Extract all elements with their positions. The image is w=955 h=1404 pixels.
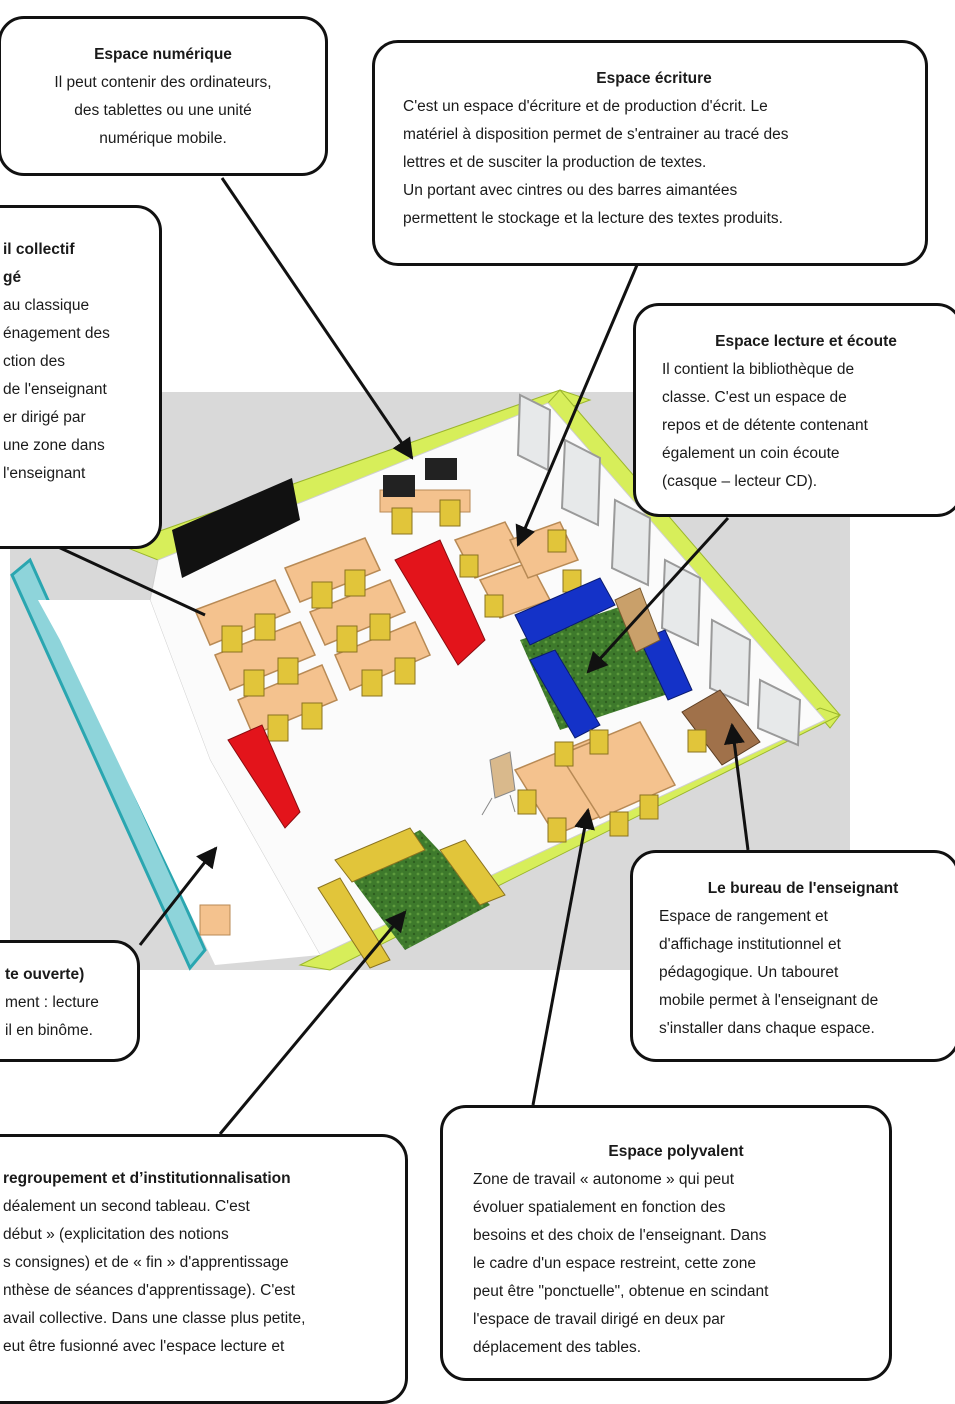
blue-sofas	[514, 577, 693, 739]
callout-line: d'affichage institutionnel et	[659, 936, 841, 953]
callout-line: l'espace de travail dirigé en deux par	[473, 1311, 725, 1328]
callout-line: Un portant avec cintres ou des barres ai…	[403, 182, 738, 199]
callout-line: des tablettes ou une unité	[74, 102, 252, 119]
callout-title: Espace numérique	[94, 46, 232, 63]
polyvalent-chairs	[517, 729, 659, 843]
callout-title: regroupement et d’institutionnalisation	[3, 1170, 291, 1187]
callout-line: mobile permet à l'enseignant de	[659, 992, 879, 1009]
student-tables	[194, 537, 431, 736]
callout-line: début » (explicitation des notions	[3, 1226, 229, 1243]
callout-line: repos et de détente contenant	[662, 417, 868, 434]
red-cabinet-center	[394, 539, 486, 666]
callout-line: déplacement des tables.	[473, 1339, 642, 1356]
callout-espace-ecriture: Espace écriture C'est un espace d'écritu…	[372, 40, 928, 266]
glass-door-panel	[10, 557, 207, 971]
callout-line: pédagogique. Un tabouret	[659, 964, 839, 981]
callout-line: numérique mobile.	[99, 130, 227, 147]
callout-line: au classique	[3, 297, 90, 314]
callout-line: une zone dans	[3, 437, 105, 454]
callout-line: déalement un second tableau. C'est	[3, 1198, 250, 1215]
callout-line: l'enseignant	[3, 465, 86, 482]
callout-line: il en binôme.	[5, 1022, 93, 1039]
writing-chairs	[459, 529, 582, 618]
callout-espace-numerique: Espace numérique Il peut contenir des or…	[0, 16, 328, 176]
teacher-chair	[687, 729, 707, 753]
callout-espace-lecture: Espace lecture et écoute Il contient la …	[633, 303, 955, 517]
callout-line: Espace de rangement et	[659, 908, 828, 925]
callout-line: énagement des	[3, 325, 110, 342]
callout-title: te ouverte)	[5, 966, 85, 983]
yellow-benches	[317, 827, 506, 969]
callout-line: C'est un espace d'écriture et de product…	[403, 98, 768, 115]
callout-line: Zone de travail « autonome » qui peut	[473, 1171, 735, 1188]
student-chairs	[221, 569, 416, 742]
red-cabinet-left	[227, 724, 301, 829]
corridor-chair	[199, 904, 231, 936]
callout-line: s'installer dans chaque espace.	[659, 1020, 875, 1037]
callout-espace-regroupement: regroupement et d’institutionnalisation …	[0, 1134, 408, 1404]
callout-title: Espace lecture et écoute	[715, 333, 897, 350]
callout-line: er dirigé par	[3, 409, 86, 426]
callout-line: besoins et des choix de l'enseignant. Da…	[473, 1227, 767, 1244]
callout-porte-ouverte: te ouverte) ment : lecture il en binôme.	[0, 940, 140, 1062]
stool	[481, 751, 516, 816]
callout-title: Espace polyvalent	[608, 1143, 744, 1160]
corridor-floor	[38, 600, 320, 965]
blackboard	[172, 478, 300, 578]
callout-title: Espace écriture	[596, 70, 712, 87]
computer-desks	[379, 458, 471, 535]
callout-line: lettres et de susciter la production de …	[403, 154, 707, 171]
callout-line: Il peut contenir des ordinateurs,	[54, 74, 272, 91]
callout-line: eut être fusionné avec l'espace lecture …	[3, 1338, 285, 1355]
callout-line: classe. C'est un espace de	[662, 389, 847, 406]
callout-line: avail collective. Dans une classe plus p…	[3, 1310, 306, 1327]
windows	[516, 393, 802, 747]
callout-line: Il contient la bibliothèque de	[662, 361, 855, 378]
callout-line: nthèse de séances d'apprentissage). C'es…	[3, 1282, 295, 1299]
callout-title: gé	[3, 269, 22, 286]
callout-connectors	[55, 177, 750, 1135]
callout-line: peut être "ponctuelle", obtenue en scind…	[473, 1283, 769, 1300]
callout-espace-polyvalent: Espace polyvalent Zone de travail « auto…	[440, 1105, 892, 1381]
callout-line: permettent le stockage et la lecture des…	[403, 210, 783, 227]
callout-travail-collectif: il collectif gé au classique énagement d…	[0, 205, 162, 549]
polyvalent-tables	[513, 721, 677, 836]
right-wall	[547, 389, 841, 729]
callout-line: également un coin écoute	[662, 445, 840, 462]
callout-line: évoluer spatialement en fonction des	[473, 1199, 726, 1216]
callout-line: (casque – lecteur CD).	[662, 473, 818, 490]
callout-line: le cadre d'un espace restreint, cette zo…	[473, 1255, 756, 1272]
callout-bureau-enseignant: Le bureau de l'enseignant Espace de rang…	[630, 850, 955, 1062]
teacher-desk	[681, 689, 761, 766]
callout-line: s consignes) et de « fin » d'apprentissa…	[3, 1254, 289, 1271]
callout-line: ment : lecture	[5, 994, 99, 1011]
callout-line: de l'enseignant	[3, 381, 107, 398]
callout-title: Le bureau de l'enseignant	[707, 880, 899, 897]
bookshelf	[614, 587, 661, 653]
callout-line: ction des	[3, 353, 66, 370]
callout-line: matériel à disposition permet de s'entra…	[403, 126, 789, 143]
callout-title: il collectif	[3, 241, 75, 258]
